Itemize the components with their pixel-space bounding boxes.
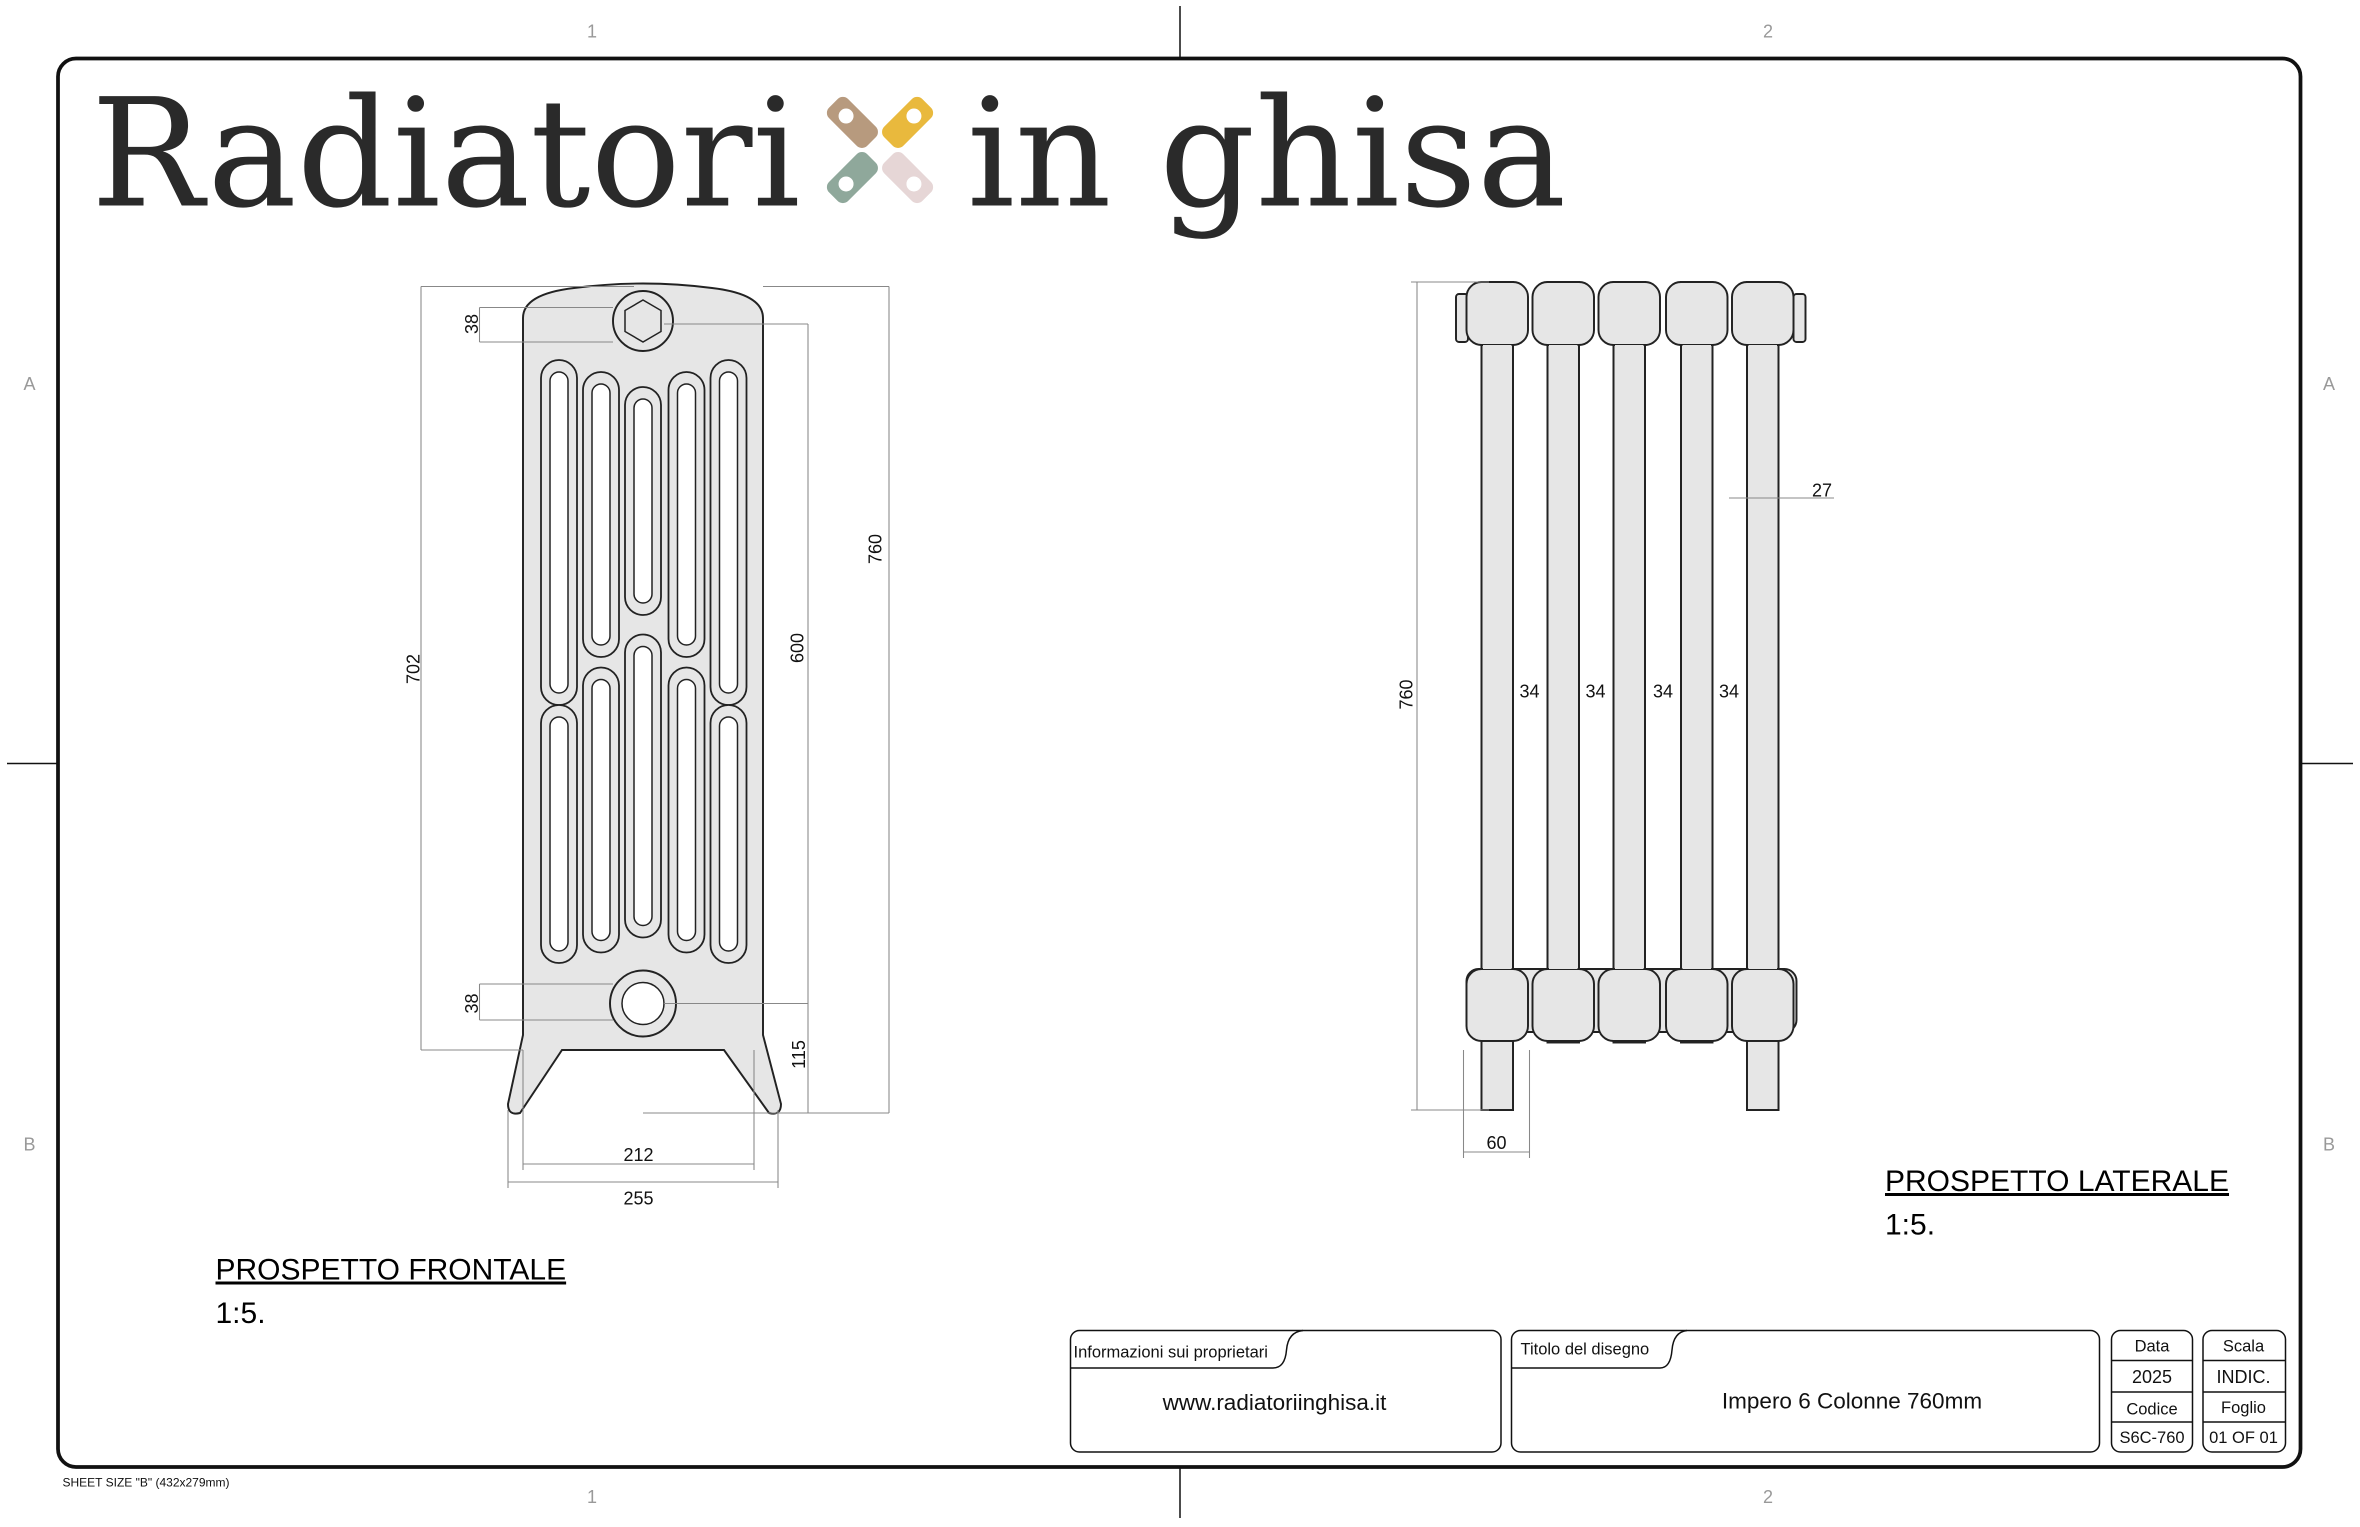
title-block <box>1069 1329 2287 1453</box>
dim-side-760: 760 <box>1397 679 1417 709</box>
zone-col2-bottom: 2 <box>1763 1487 1773 1507</box>
fin-slot <box>591 383 611 646</box>
side-foot <box>1746 1040 1780 1111</box>
front-view-radiator <box>507 282 782 1115</box>
sheet-value: 01 OF 01 <box>2209 1429 2278 1447</box>
dim-side-gap-2: 34 <box>1585 682 1605 702</box>
side-column-body <box>1682 345 1711 969</box>
scale-value: INDIC. <box>2217 1367 2271 1387</box>
fin-slot <box>718 371 739 694</box>
dim-front-212: 212 <box>623 1145 653 1165</box>
drawing-title-value: Impero 6 Colonne 760mm <box>1722 1389 1982 1414</box>
dim-side-gap-4: 34 <box>1719 682 1739 702</box>
dim-front-760: 760 <box>866 534 886 564</box>
dim-front-115: 115 <box>789 1040 809 1069</box>
scale-label: Scala <box>2223 1338 2265 1356</box>
zone-rowB-right: B <box>2323 1135 2335 1155</box>
dim-front-bottom-38: 38 <box>462 993 482 1013</box>
zone-col2-top: 2 <box>1763 22 1773 42</box>
zone-col1-bottom: 1 <box>587 1487 597 1507</box>
front-view-title: PROSPETTO FRONTALE <box>216 1254 567 1287</box>
dim-front-top-38: 38 <box>462 314 482 334</box>
fin-slot <box>591 678 611 942</box>
dim-front-255: 255 <box>623 1189 653 1209</box>
side-column-body <box>1748 345 1777 969</box>
dim-front-600: 600 <box>788 633 808 663</box>
dim-front-702: 702 <box>404 654 424 684</box>
side-view-scale: 1:5. <box>1885 1209 1935 1242</box>
side-column-body <box>1483 345 1512 969</box>
fin-slot <box>549 716 569 952</box>
fin-slot <box>718 716 739 952</box>
side-top-hub <box>1731 281 1795 346</box>
fin-slot <box>676 383 697 646</box>
date-value: 2025 <box>2132 1367 2172 1387</box>
brand-logo-icon <box>826 96 934 204</box>
fin-slot <box>633 398 653 604</box>
side-top-hub <box>1465 281 1529 346</box>
dim-side-27: 27 <box>1812 481 1832 501</box>
dim-side-60: 60 <box>1486 1133 1506 1153</box>
owner-value: www.radiatoriinghisa.it <box>1162 1390 1388 1415</box>
fin-slot <box>633 645 653 927</box>
zone-rowA-left: A <box>23 374 35 394</box>
brand-title-right: in ghisa <box>967 68 1566 242</box>
side-bottom-hub <box>1597 968 1661 1042</box>
side-view-radiator <box>1455 281 1807 1111</box>
side-top-hub <box>1597 281 1661 346</box>
zone-rowB-left: B <box>23 1135 35 1155</box>
dim-side-gap-1: 34 <box>1519 682 1539 702</box>
date-label: Data <box>2135 1338 2171 1356</box>
drawing-title-label: Titolo del disegno <box>1521 1341 1650 1359</box>
dim-side-gap-3: 34 <box>1653 682 1673 702</box>
side-top-hub <box>1531 281 1595 346</box>
front-view-dimensions: 38 38 702 600 760 115 212 255 <box>404 285 890 1209</box>
fin-slot <box>549 371 569 694</box>
sheet-size-note: SHEET SIZE "B" (432x279mm) <box>63 1476 230 1490</box>
side-column-body <box>1615 345 1644 969</box>
side-bottom-hub <box>1665 968 1729 1042</box>
side-foot <box>1480 1040 1514 1111</box>
zone-rowA-right: A <box>2323 374 2335 394</box>
front-view-scale: 1:5. <box>216 1297 266 1330</box>
code-value: S6C-760 <box>2119 1429 2184 1447</box>
center-marks <box>6 6 2353 1518</box>
owner-label: Informazioni sui proprietari <box>1074 1344 1268 1362</box>
side-column-body <box>1549 345 1578 969</box>
code-label: Codice <box>2126 1401 2177 1419</box>
sheet-label: Foglio <box>2221 1399 2266 1417</box>
side-bottom-hub <box>1465 968 1529 1042</box>
side-top-hub <box>1665 281 1729 346</box>
zone-col1-top: 1 <box>587 22 597 42</box>
side-view-title: PROSPETTO LATERALE <box>1885 1165 2229 1198</box>
fin-slot <box>676 678 697 942</box>
side-view-dimensions: 760 27 34 34 34 34 60 <box>1397 281 1834 1158</box>
brand-title-left: Radiatori <box>91 68 801 242</box>
side-bottom-hub <box>1531 968 1595 1042</box>
side-bottom-hub <box>1731 968 1795 1042</box>
side-plug-right <box>1792 293 1807 343</box>
